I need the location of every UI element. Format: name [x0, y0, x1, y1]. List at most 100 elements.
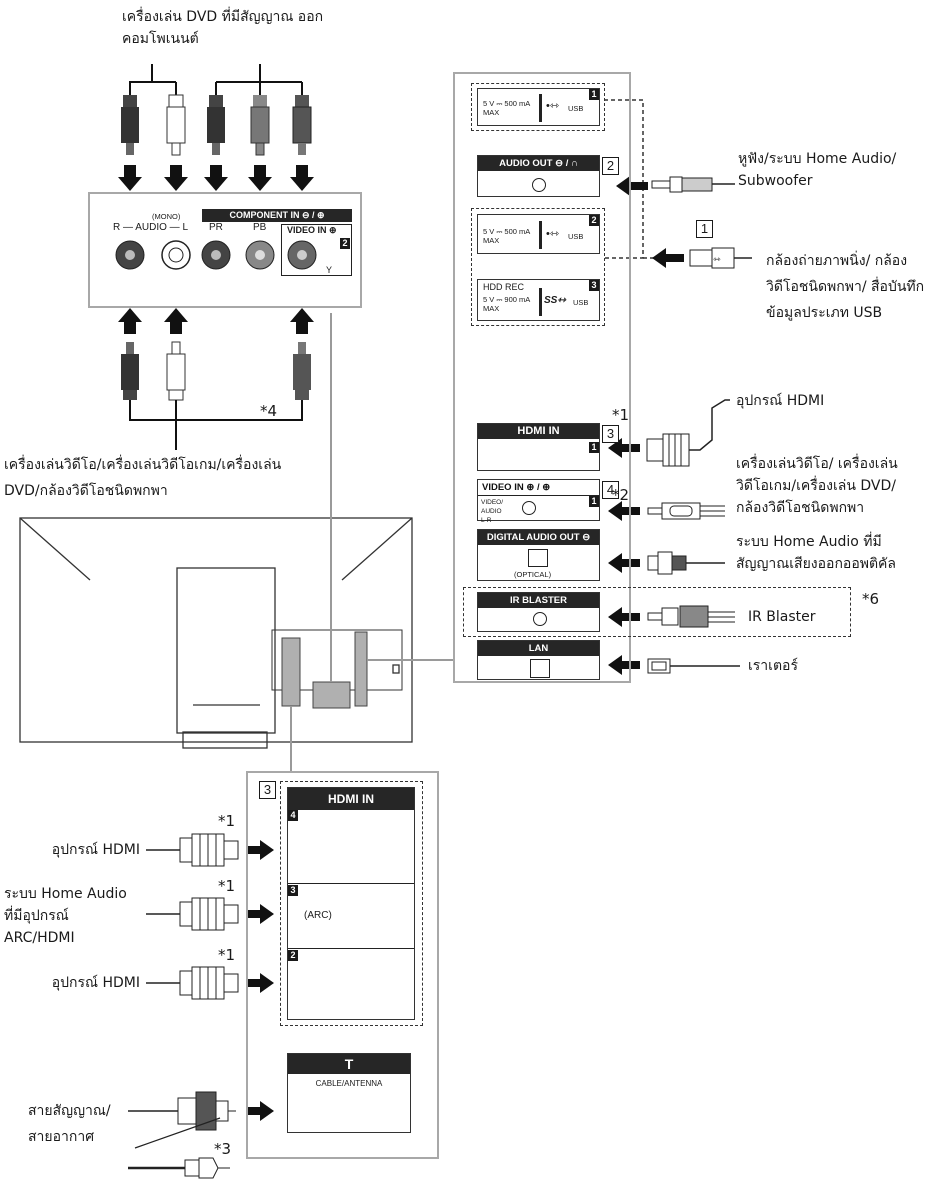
bottom-hdmi-group — [280, 781, 423, 1026]
usb3-port: HDD REC 5 V ⎓ 900 mA MAX SS⇿ USB 3 — [477, 279, 600, 321]
coax-plug — [128, 1091, 236, 1131]
mono-label: (MONO) — [152, 212, 181, 221]
note-1-top: *1 — [612, 406, 630, 424]
bottom-hdmi-arrows — [246, 840, 274, 1121]
usb2-number: 2 — [589, 215, 599, 226]
usb2-rating: 5 V ⎓ 500 mA MAX — [483, 227, 530, 245]
audio-out-jack — [532, 178, 546, 192]
pb-label: PB — [253, 222, 267, 233]
video-av-plug — [647, 502, 725, 520]
bottom-hdmi-plugs — [146, 833, 239, 1000]
svg-text:⇿: ⇿ — [713, 255, 721, 265]
hdmi1-number: 1 — [589, 442, 599, 453]
usb3-symbol: SS⇿ — [544, 295, 566, 306]
video-in-y-label: VIDEO IN ⊕ — [287, 225, 337, 235]
label-video-devices-left: เครื่องเล่นวิดีโอ/เครื่องเล่นวิดีโอเกม/เ… — [4, 457, 282, 499]
usb3-number: 3 — [589, 280, 599, 291]
ir-blaster-port: IR BLASTER — [477, 592, 600, 632]
tv-panel-bottom-marker — [281, 637, 301, 707]
video-audio-lr: VIDEO/ AUDIO L-R — [481, 499, 504, 524]
audio-out-header: AUDIO OUT ⊖ / ∩ — [478, 156, 599, 171]
pr-label: PR — [209, 222, 223, 233]
usb2-symbol: •⇿ — [546, 228, 560, 240]
label-router: เราเตอร์ — [748, 658, 798, 674]
ir-blaster-plug — [647, 605, 735, 628]
ir-jack — [533, 612, 547, 626]
optical-plug — [647, 551, 725, 575]
audio-rl-label: R — AUDIO — L — [113, 222, 189, 233]
video-in-header: VIDEO IN ⊕ / ⊕ — [478, 480, 599, 496]
label-video-devices-right: เครื่องเล่นวิดีโอ/ เครื่องเล่นวิดีโอเกม/… — [736, 456, 898, 516]
panel-leader-lines — [290, 313, 453, 771]
usb1-port: 5 V ⎓ 500 mA MAX •⇿ USB 1 — [477, 88, 600, 126]
label-usb-device: กล้องถ่ายภาพนิ่ง/ กล้องวิดีโอชนิดพกพา/ ส… — [766, 253, 925, 321]
usb1-symbol: •⇿ — [546, 100, 560, 112]
hdmi1-port: HDMI IN 1 — [477, 423, 600, 471]
component-in-header: COMPONENT IN ⊖ / ⊕ — [202, 209, 352, 222]
hdmi3-number: 3 — [288, 885, 298, 896]
rca-plugs-top — [121, 94, 312, 156]
callout-usb1: 1 — [696, 220, 713, 238]
usb2-label: USB — [568, 232, 584, 241]
label-dvd-component: เครื่องเล่น DVD ที่มีสัญญาณ ออกคอมโพเนนต… — [122, 9, 324, 47]
ir-header: IR BLASTER — [478, 593, 599, 608]
lan-header: LAN — [478, 641, 599, 656]
audio-out-port: AUDIO OUT ⊖ / ∩ — [477, 155, 600, 197]
label-cable-antenna: สายสัญญาณ/ สายอากาศ — [28, 1103, 111, 1145]
hdmi4-number: 4 — [288, 810, 298, 821]
note-6: *6 — [862, 590, 880, 608]
digital-audio-header: DIGITAL AUDIO OUT ⊖ — [478, 530, 599, 545]
usb23-group — [471, 208, 605, 326]
cable-antenna-port: T CABLE/ANTENNA — [287, 1053, 411, 1133]
component-panel — [88, 192, 362, 308]
note-2: *2 — [612, 486, 630, 504]
arc-label: (ARC) — [304, 910, 332, 921]
callout-audio: 2 — [602, 157, 619, 175]
antenna-label: CABLE/ANTENNA — [315, 1079, 383, 1088]
video-in-port: VIDEO IN ⊕ / ⊕ VIDEO/ AUDIO L-R 1 — [477, 479, 600, 524]
hdd-rating: 5 V ⎓ 900 mA MAX — [483, 295, 530, 313]
usb1-number: 1 — [589, 89, 599, 100]
right-panel-arrows — [608, 176, 684, 675]
lan-jack — [530, 659, 550, 678]
note-1-hdmi2: *1 — [218, 946, 236, 964]
usb1-label: USB — [568, 104, 584, 113]
callout-bottom: 3 — [259, 781, 276, 799]
usb2-port: 5 V ⎓ 500 mA MAX •⇿ USB 2 — [477, 214, 600, 254]
optical-label: (OPTICAL) — [514, 570, 552, 579]
usb1-group — [471, 83, 605, 131]
usb3-label: USB — [573, 298, 589, 307]
hdmi-stack: HDMI IN 4 3 (ARC) 2 — [287, 787, 415, 1020]
tv-back — [19, 517, 413, 749]
video-in-jack — [522, 501, 536, 515]
component-jacks — [115, 240, 317, 270]
label-hdmi-device-2: อุปกรณ์ HDMI — [51, 975, 140, 991]
label-ir-blaster: IR Blaster — [748, 609, 816, 625]
hdmi2-number: 2 — [288, 950, 298, 961]
note-3: *3 — [214, 1140, 232, 1158]
ir-group — [463, 587, 851, 637]
label-headphones: หูฟัง/ระบบ Home Audio/ Subwoofer — [738, 151, 897, 189]
coax-divider — [134, 1117, 221, 1149]
y-label: Y — [326, 265, 333, 275]
note-4: *4 — [260, 402, 278, 420]
label-arc-audio: ระบบ Home Audio ที่มีอุปกรณ์ ARC/HDMI — [4, 886, 127, 946]
hdd-rec-label: HDD REC — [483, 282, 525, 292]
label-hdmi-device-4: อุปกรณ์ HDMI — [51, 842, 140, 858]
comp-port-number: 2 — [340, 238, 350, 249]
component-down-arrows — [118, 165, 314, 191]
video-in-y-box — [281, 224, 352, 276]
video1-number: 1 — [589, 496, 599, 507]
digital-audio-port: DIGITAL AUDIO OUT ⊖ (OPTICAL) — [477, 529, 600, 581]
note-1-hdmi4: *1 — [218, 812, 236, 830]
tv-panel-side-marker — [354, 631, 368, 707]
coax-plug-alt — [128, 1157, 230, 1179]
antenna-header: T — [288, 1054, 410, 1074]
callout-hdmi: 3 — [602, 425, 619, 443]
side-panel — [453, 72, 631, 683]
note-1-arc: *1 — [218, 877, 236, 895]
bottom-rca-bundle — [129, 400, 303, 450]
hdmi1-header: HDMI IN — [478, 424, 599, 439]
lan-port: LAN — [477, 640, 600, 680]
